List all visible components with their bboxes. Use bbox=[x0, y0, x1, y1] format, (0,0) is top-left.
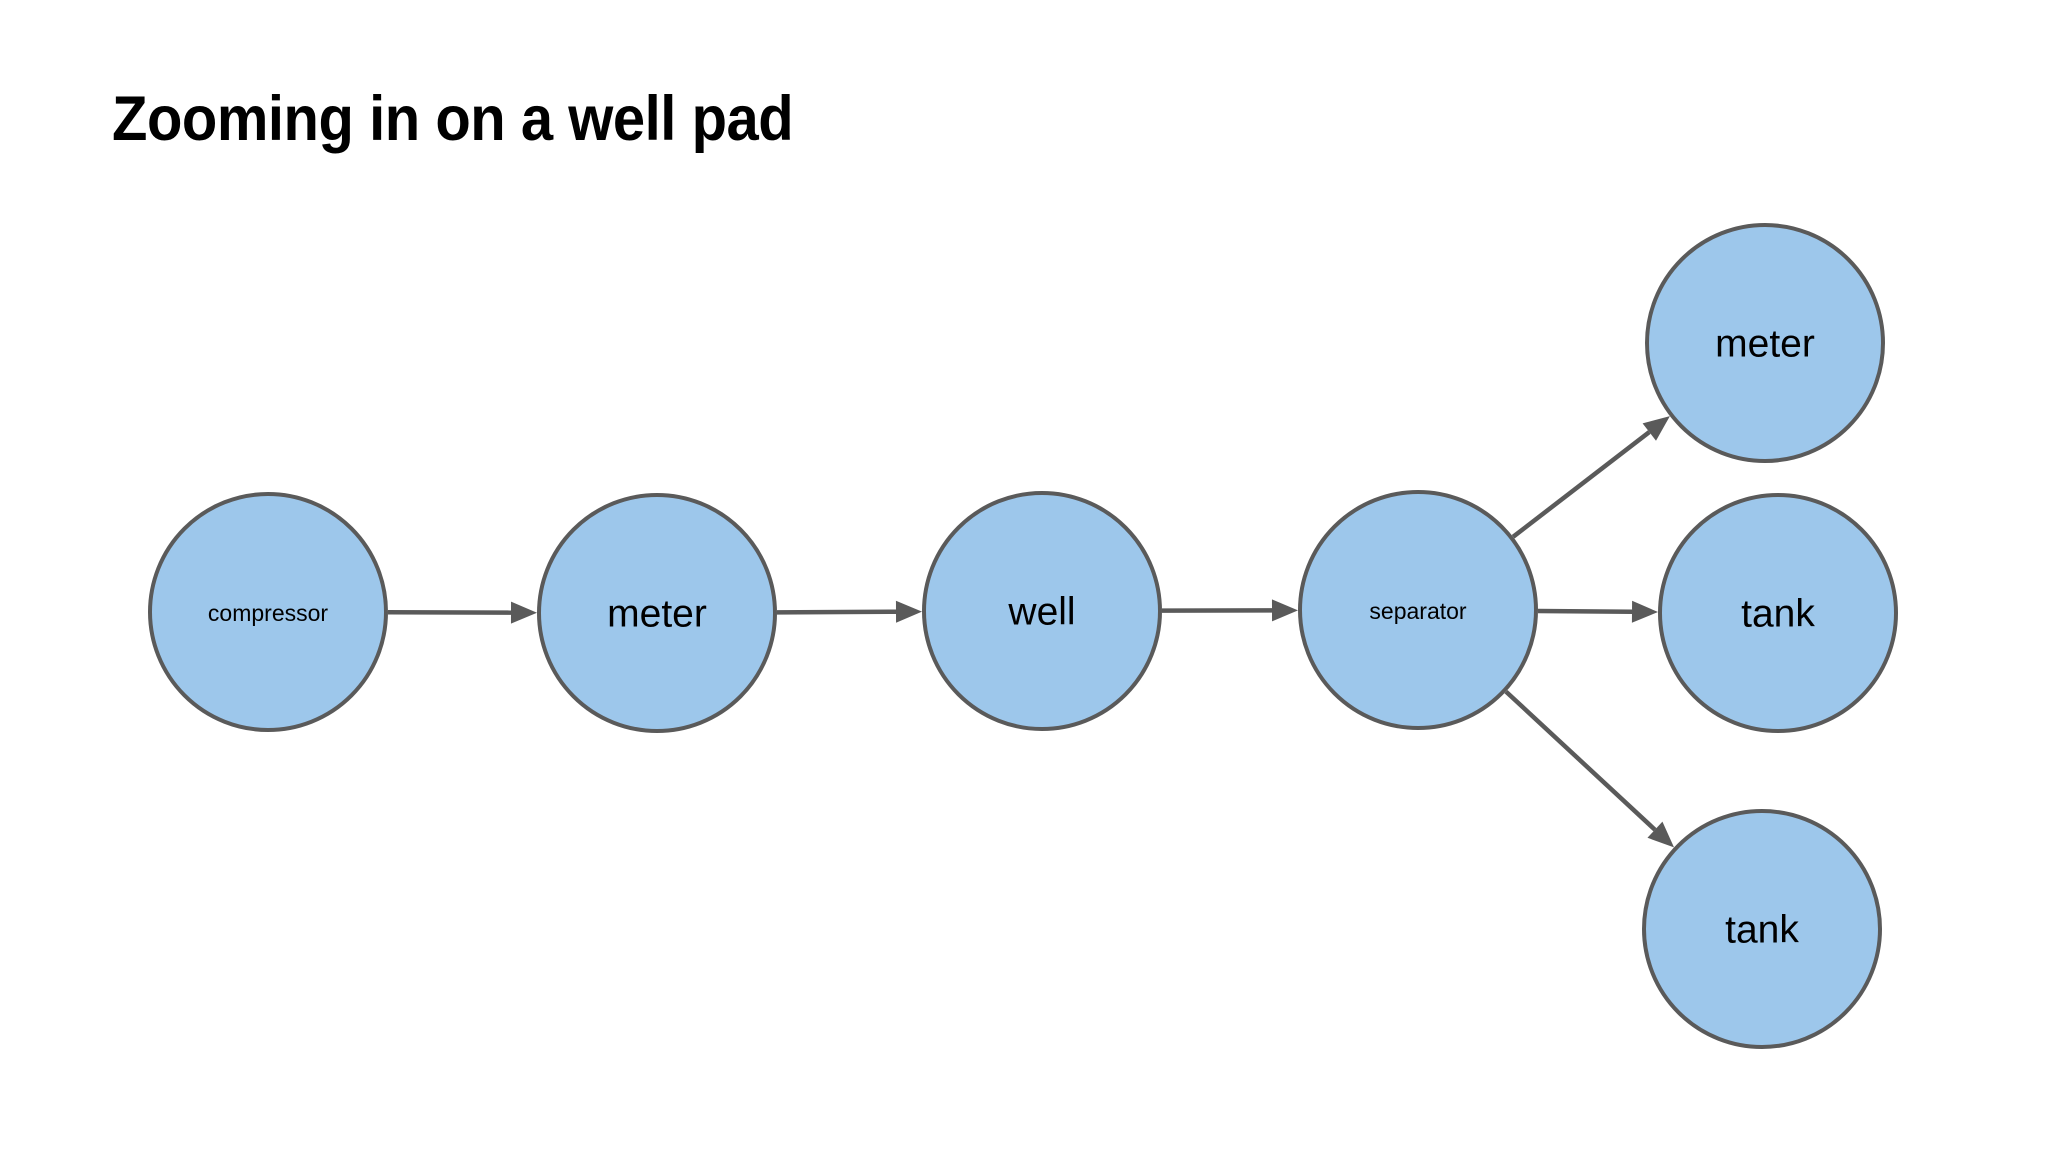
arrowhead-icon bbox=[510, 601, 538, 624]
edge-line bbox=[1511, 430, 1651, 539]
edge-line bbox=[1504, 689, 1657, 832]
edge-well-to-separator bbox=[1161, 599, 1299, 622]
page-title: Zooming in on a well pad bbox=[112, 84, 794, 154]
node-circle[interactable] bbox=[148, 492, 388, 732]
graph-node-tank_bot[interactable]: tank bbox=[1642, 809, 1882, 1049]
node-circle[interactable] bbox=[922, 491, 1162, 731]
graph-node-compressor[interactable]: compressor bbox=[148, 492, 388, 732]
node-circle[interactable] bbox=[1645, 223, 1885, 463]
node-circle[interactable] bbox=[537, 493, 777, 733]
graph-node-tank_mid[interactable]: tank bbox=[1658, 493, 1898, 733]
node-circle[interactable] bbox=[1298, 490, 1538, 730]
arrowhead-icon bbox=[895, 600, 923, 623]
edge-separator-to-tank_mid bbox=[1537, 600, 1659, 623]
node-label: tank bbox=[1741, 593, 1815, 636]
edge-line bbox=[1537, 608, 1633, 615]
arrowhead-icon bbox=[1631, 600, 1659, 623]
graph-node-well[interactable]: well bbox=[922, 491, 1162, 731]
node-label: tank bbox=[1725, 909, 1799, 952]
node-label: separator bbox=[1369, 598, 1467, 624]
arrowhead-icon bbox=[1647, 821, 1675, 848]
node-label: well bbox=[1007, 591, 1075, 634]
graph-node-meter_in[interactable]: meter bbox=[537, 493, 777, 733]
arrowhead-icon bbox=[1271, 599, 1299, 622]
edge-line bbox=[776, 609, 897, 615]
node-label: compressor bbox=[208, 600, 328, 626]
node-circle[interactable] bbox=[1658, 493, 1898, 733]
edge-layer bbox=[387, 416, 1675, 848]
edge-separator-to-meter_out bbox=[1511, 416, 1670, 539]
edge-separator-to-tank_bot bbox=[1504, 689, 1675, 848]
edge-meter_in-to-well bbox=[776, 600, 923, 623]
node-label: meter bbox=[607, 593, 707, 636]
node-circle[interactable] bbox=[1642, 809, 1882, 1049]
edge-compressor-to-meter_in bbox=[387, 601, 538, 624]
node-label: meter bbox=[1715, 323, 1815, 366]
graph-node-separator[interactable]: separator bbox=[1298, 490, 1538, 730]
arrowhead-icon bbox=[1642, 416, 1670, 441]
node-layer: compressor meter well separator meter tank tan… bbox=[148, 223, 1898, 1049]
graph-node-meter_out[interactable]: meter bbox=[1645, 223, 1885, 463]
